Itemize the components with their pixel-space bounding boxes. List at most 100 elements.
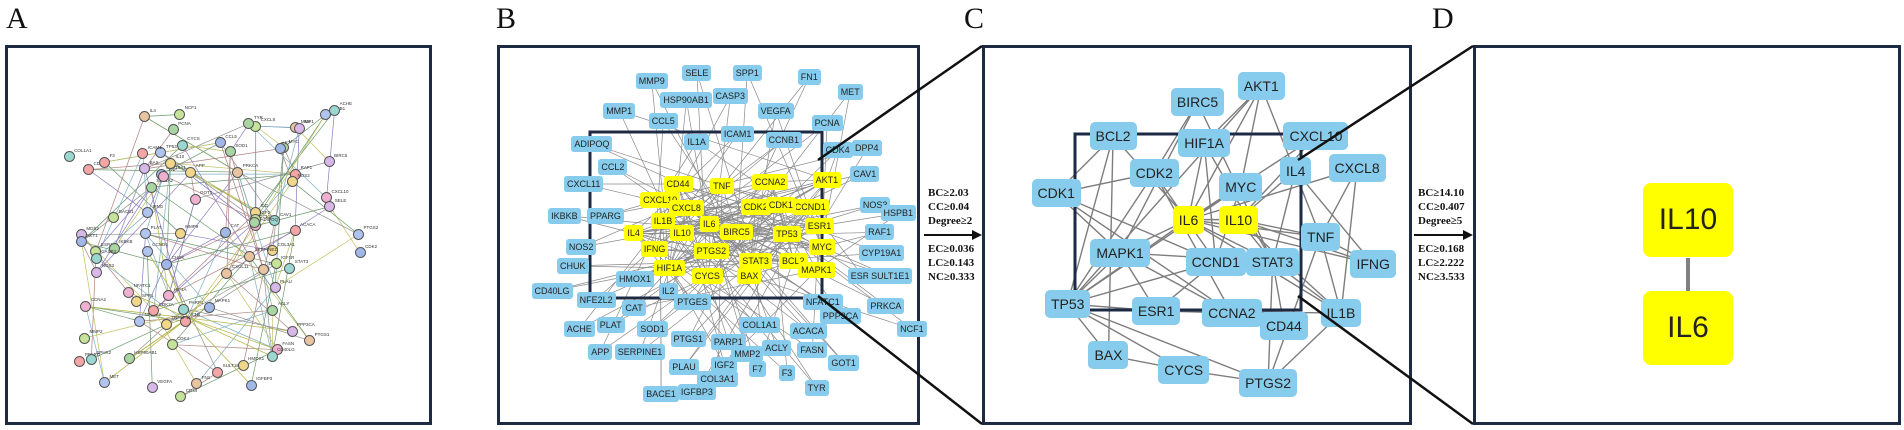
network-edge xyxy=(187,317,293,332)
network-edge xyxy=(1067,303,1269,384)
gene-node-ptgs1: PTGS1 xyxy=(670,331,707,348)
protein-label: ICAM1 xyxy=(147,144,162,150)
gene-node-ccl2: CCL2 xyxy=(598,159,628,176)
network-edge xyxy=(707,276,729,342)
protein-label: STAT3 xyxy=(294,259,309,265)
gene-node-ccl5: CCL5 xyxy=(648,113,678,129)
protein-label: SELE xyxy=(334,197,347,203)
protein-node xyxy=(137,148,149,160)
network-edge xyxy=(153,267,290,311)
gene-node-parp1: PARP1 xyxy=(710,333,746,350)
protein-node xyxy=(76,236,88,248)
protein-node xyxy=(289,225,301,237)
criterion-degree: Degree≥2 xyxy=(928,215,973,227)
gene-node-serpine1: SERPINE1 xyxy=(614,344,666,360)
criterion-degree: Degree≥5 xyxy=(1418,215,1463,227)
network-edge xyxy=(263,269,274,311)
protein-label: PLAT xyxy=(150,224,162,230)
panel-label-b: B xyxy=(496,2,517,35)
protein-label: COL3A1 xyxy=(277,241,295,247)
protein-label: PRKCA xyxy=(242,163,259,169)
protein-node xyxy=(237,359,249,371)
network-edge xyxy=(81,233,181,236)
network-edge xyxy=(326,110,335,199)
protein-label: CAT xyxy=(230,223,240,229)
protein-node xyxy=(146,382,158,394)
protein-label: TP53 xyxy=(165,143,177,149)
network-edge xyxy=(237,171,359,235)
network-edge xyxy=(226,206,331,274)
network-edge xyxy=(652,204,782,330)
network-edge xyxy=(85,306,140,322)
protein-label: ACHE xyxy=(339,101,353,107)
gene-node-nfe2l2: NFE2L2 xyxy=(576,291,616,308)
protein-label: IGFBP3 xyxy=(256,376,273,382)
network-edge xyxy=(147,175,164,213)
protein-label: MMP2 xyxy=(89,329,103,335)
protein-node xyxy=(224,146,236,158)
protein-node xyxy=(175,391,187,403)
protein-label: CDK2A xyxy=(158,301,174,307)
protein-label: MAPK1 xyxy=(214,298,231,304)
gene-node-il6: IL6 xyxy=(700,215,719,232)
gene-node-adipoq: ADIPOQ xyxy=(571,136,613,153)
gene-node-myc: MYC xyxy=(1219,172,1263,201)
network-edge xyxy=(271,230,296,357)
protein-node xyxy=(155,147,167,159)
protein-label: MMP1 xyxy=(300,118,314,124)
protein-node xyxy=(212,366,224,378)
protein-label: MDS2 xyxy=(86,225,99,231)
gene-node-sele: SELE xyxy=(682,64,712,81)
network-edge xyxy=(185,225,256,322)
network-edge xyxy=(787,231,880,235)
gene-node-ptges: PTGES xyxy=(674,293,711,310)
network-edge xyxy=(95,116,145,252)
network-edge xyxy=(663,220,748,355)
protein-label: APP xyxy=(195,163,205,169)
gene-node-sult1e1: SULT1E1 xyxy=(868,268,913,285)
gene-node-hif1a: HIF1A xyxy=(1178,129,1230,158)
protein-node xyxy=(160,318,172,330)
protein-node xyxy=(304,335,316,347)
protein-node xyxy=(267,245,279,257)
protein-node xyxy=(284,262,296,274)
protein-node xyxy=(245,379,257,391)
protein-label: MMP9 xyxy=(185,224,199,230)
gene-node-stat3: STAT3 xyxy=(739,252,772,269)
protein-label: IL6 xyxy=(304,119,311,125)
network-edge xyxy=(633,233,788,235)
network-edge xyxy=(220,142,264,270)
protein-label: PTGS1 xyxy=(314,331,330,337)
protein-node xyxy=(185,166,197,178)
protein-node xyxy=(165,157,176,169)
gene-node-ccnd1: CCND1 xyxy=(791,199,829,216)
network-edge xyxy=(1240,86,1262,187)
network-edge xyxy=(684,276,750,367)
gene-node-cdk4: CDK4 xyxy=(822,142,853,159)
gene-node-pcna: PCNA xyxy=(811,115,843,132)
gene-node-raf1: RAF1 xyxy=(865,224,895,241)
gene-node-dpp4: DPP4 xyxy=(852,140,882,157)
protein-label: F3 xyxy=(109,153,115,159)
network-edge xyxy=(663,220,820,227)
gene-node-ccnd1: CCND1 xyxy=(1185,247,1246,276)
protein-node xyxy=(123,353,135,365)
protein-node xyxy=(178,303,190,315)
criterion-bc: BC≥2.03 xyxy=(928,187,969,199)
gene-node-spp1: SPP1 xyxy=(732,64,762,81)
gene-node-akt1: AKT1 xyxy=(1237,72,1285,101)
network-edge xyxy=(633,269,817,309)
protein-label: CHUK xyxy=(171,255,185,261)
network-edge xyxy=(1066,172,1155,305)
network-edge xyxy=(151,173,296,188)
network-edge xyxy=(686,133,739,209)
protein-label: TNFSF11 xyxy=(171,315,191,321)
gene-node-hmox1: HMOX1 xyxy=(615,270,654,287)
gene-node-pparg: PPARG xyxy=(587,207,624,224)
protein-node xyxy=(329,104,341,116)
gene-node-cycs: CYCS xyxy=(1158,356,1210,385)
network-edge xyxy=(686,208,708,277)
gene-node-ncf1: NCF1 xyxy=(897,320,927,337)
network-edge xyxy=(688,234,788,340)
